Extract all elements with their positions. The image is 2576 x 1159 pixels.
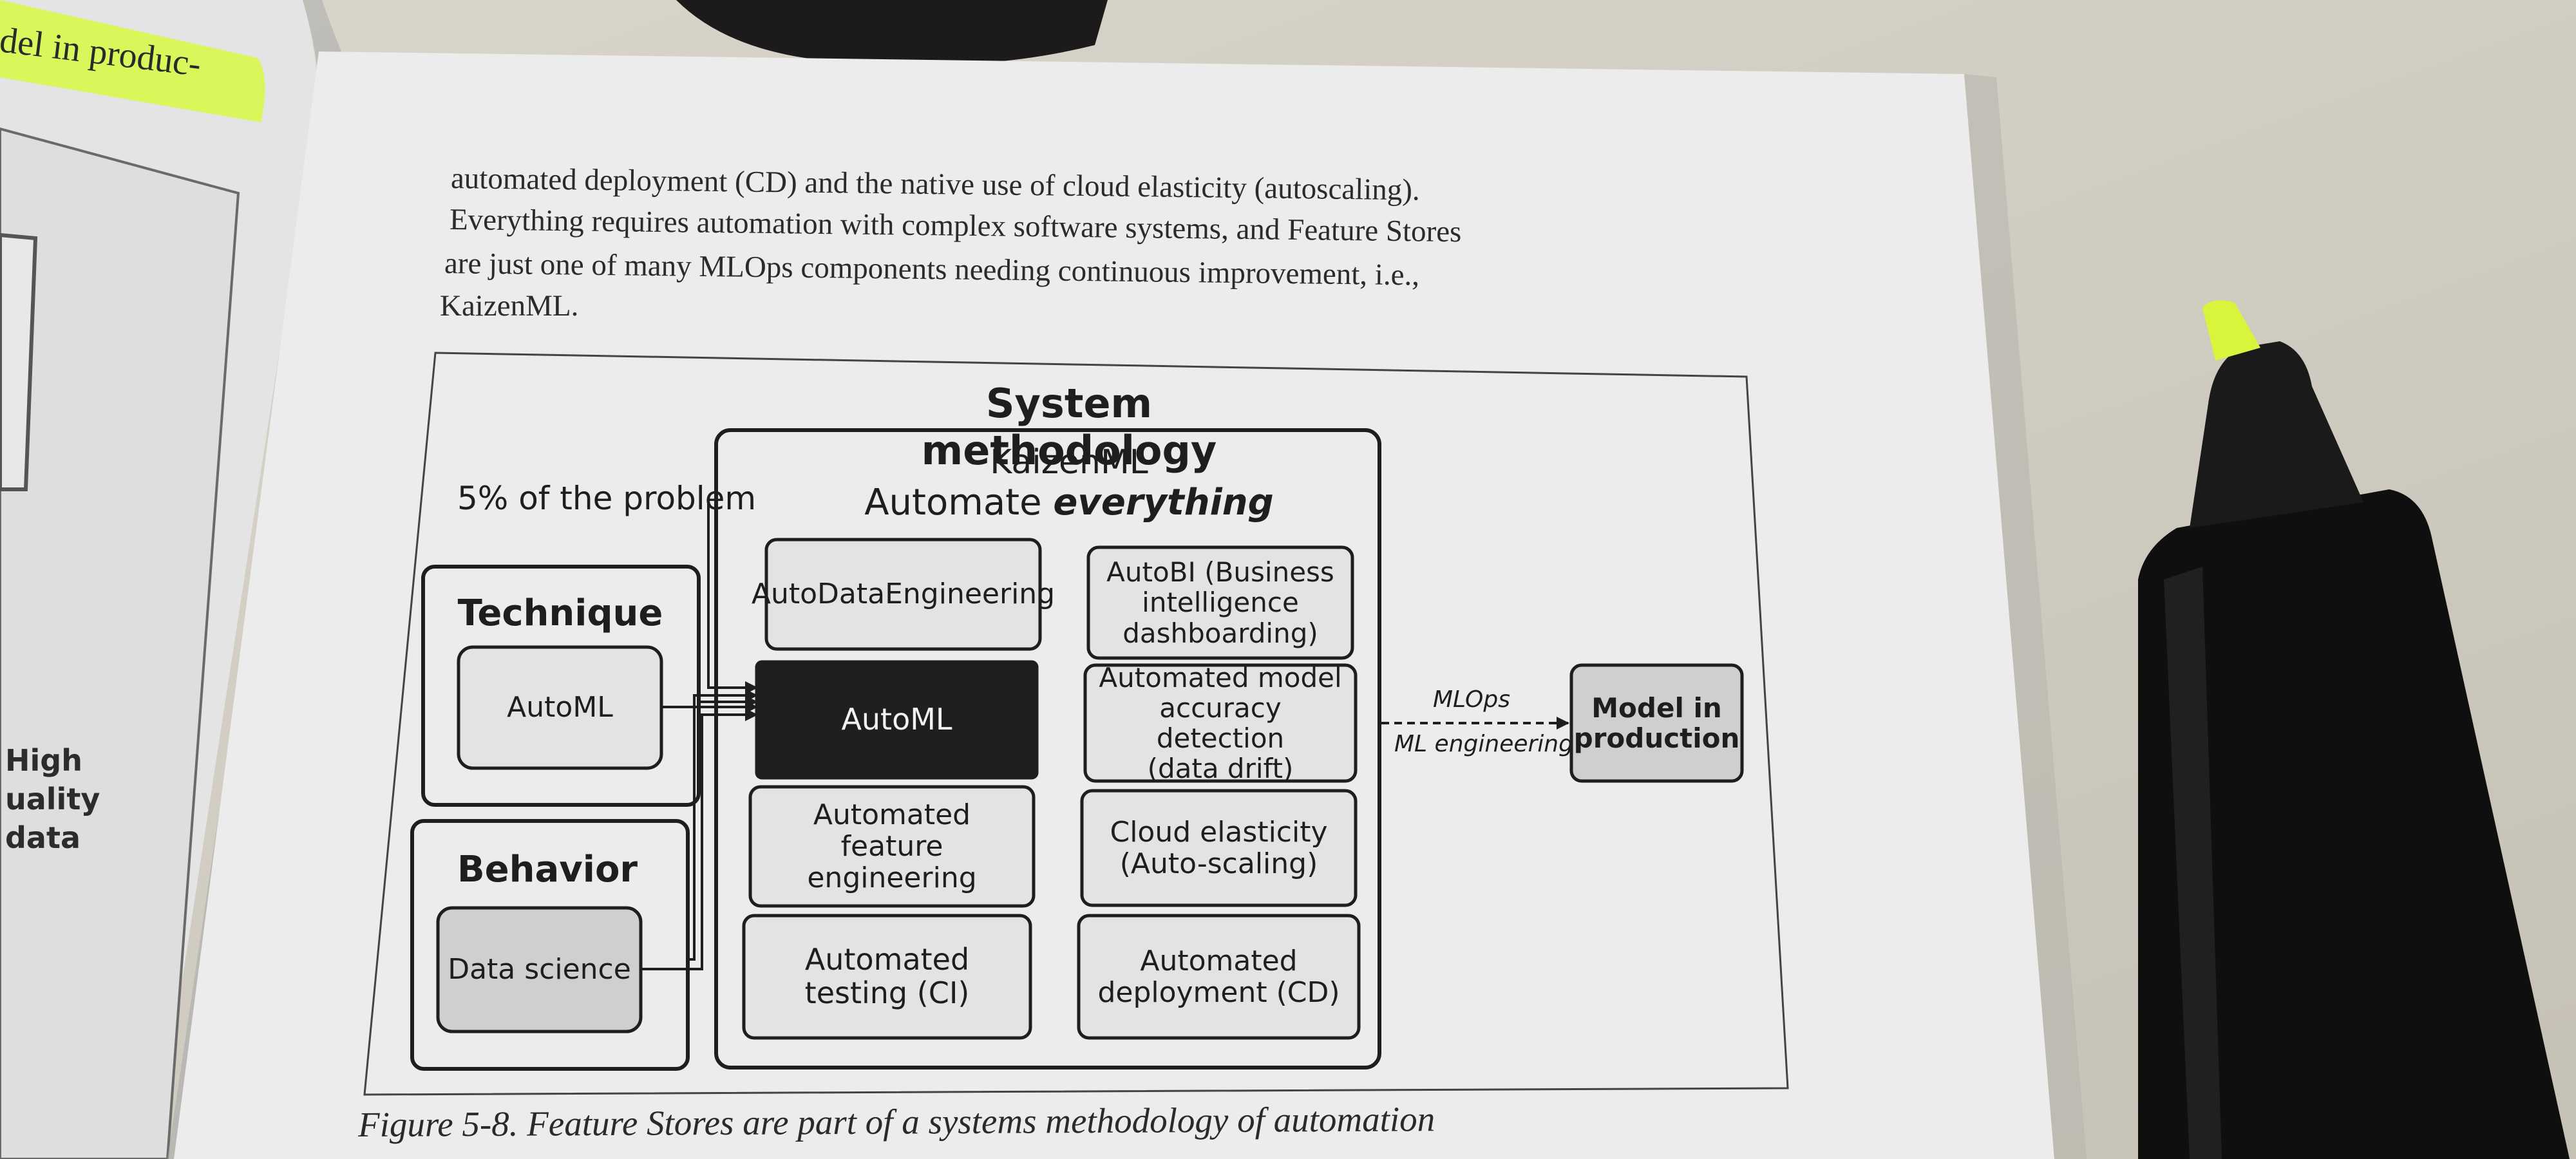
comp-autobi-label: AutoBI (Business intelligence dashboardi… <box>1106 556 1334 649</box>
technique-title: Technique <box>457 592 663 634</box>
comp-autodataengineering <box>764 538 1042 651</box>
comp-cloud-elasticity-label: Cloud elasticity (Auto-scaling) <box>1110 815 1328 880</box>
arrow-label-ml-engineering: ML engineering <box>1394 731 1573 757</box>
left-page-margin-note: High uality data <box>5 742 100 857</box>
comp-automated-testing <box>742 914 1032 1040</box>
behavior-box <box>410 819 690 1071</box>
figure-frame <box>363 352 1789 1096</box>
margin-note-line-3: data <box>5 820 80 855</box>
comp-automated-deployment-label: Automated deployment (CD) <box>1097 944 1340 1009</box>
kaizen-subtitle: Automate everything <box>857 482 1282 523</box>
kaizen-subtitle-prefix: Automate <box>864 482 1054 523</box>
figure-title: System methodology <box>921 380 1217 474</box>
margin-note-line-2: uality <box>5 781 100 816</box>
dark-object-top <box>676 0 1108 66</box>
kaizen-container <box>714 428 1381 1069</box>
technique-item-label: AutoML <box>507 691 613 724</box>
behavior-item-label: Data science <box>448 953 631 986</box>
figure-caption: Figure 5-8. Feature Stores are part of a… <box>357 1099 1435 1144</box>
left-page-box <box>0 232 38 491</box>
behavior-title: Behavior <box>457 849 638 890</box>
left-page-sidebar <box>0 127 240 1159</box>
output-label: Model in production <box>1573 692 1740 754</box>
comp-accuracy-detection-label: Automated model accuracy detection (data… <box>1099 661 1342 785</box>
comp-automated-feature-engineering-label: Automated feature engineering <box>807 798 977 895</box>
connector-arrows <box>641 502 758 970</box>
comp-automl-label: AutoML <box>841 702 952 737</box>
page-edge-shadow <box>1964 74 2087 1159</box>
comp-automated-deployment <box>1077 914 1361 1040</box>
highlighter-pen <box>2138 300 2570 1159</box>
kaizen-subtitle-emphasis: everything <box>1053 482 1274 523</box>
margin-note-line-1: High <box>5 743 82 778</box>
comp-automated-testing-label: Automated testing (CI) <box>804 942 970 1010</box>
comp-automated-feature-engineering <box>748 785 1036 908</box>
highlight-mark <box>0 0 265 122</box>
output-box <box>1569 663 1744 783</box>
kaizen-title: KaizenML <box>990 443 1148 482</box>
comp-accuracy-detection <box>1083 663 1358 783</box>
arrow-label-mlops: MLOps <box>1433 686 1510 713</box>
comp-autodataengineering-label: AutoDataEngineering <box>751 578 1056 611</box>
comp-cloud-elasticity <box>1080 789 1358 907</box>
problem-label: 5% of the problem <box>457 480 757 517</box>
technique-box <box>421 565 701 807</box>
body-text-line-4: KaizenML. <box>440 289 579 323</box>
comp-autobi <box>1086 545 1354 660</box>
